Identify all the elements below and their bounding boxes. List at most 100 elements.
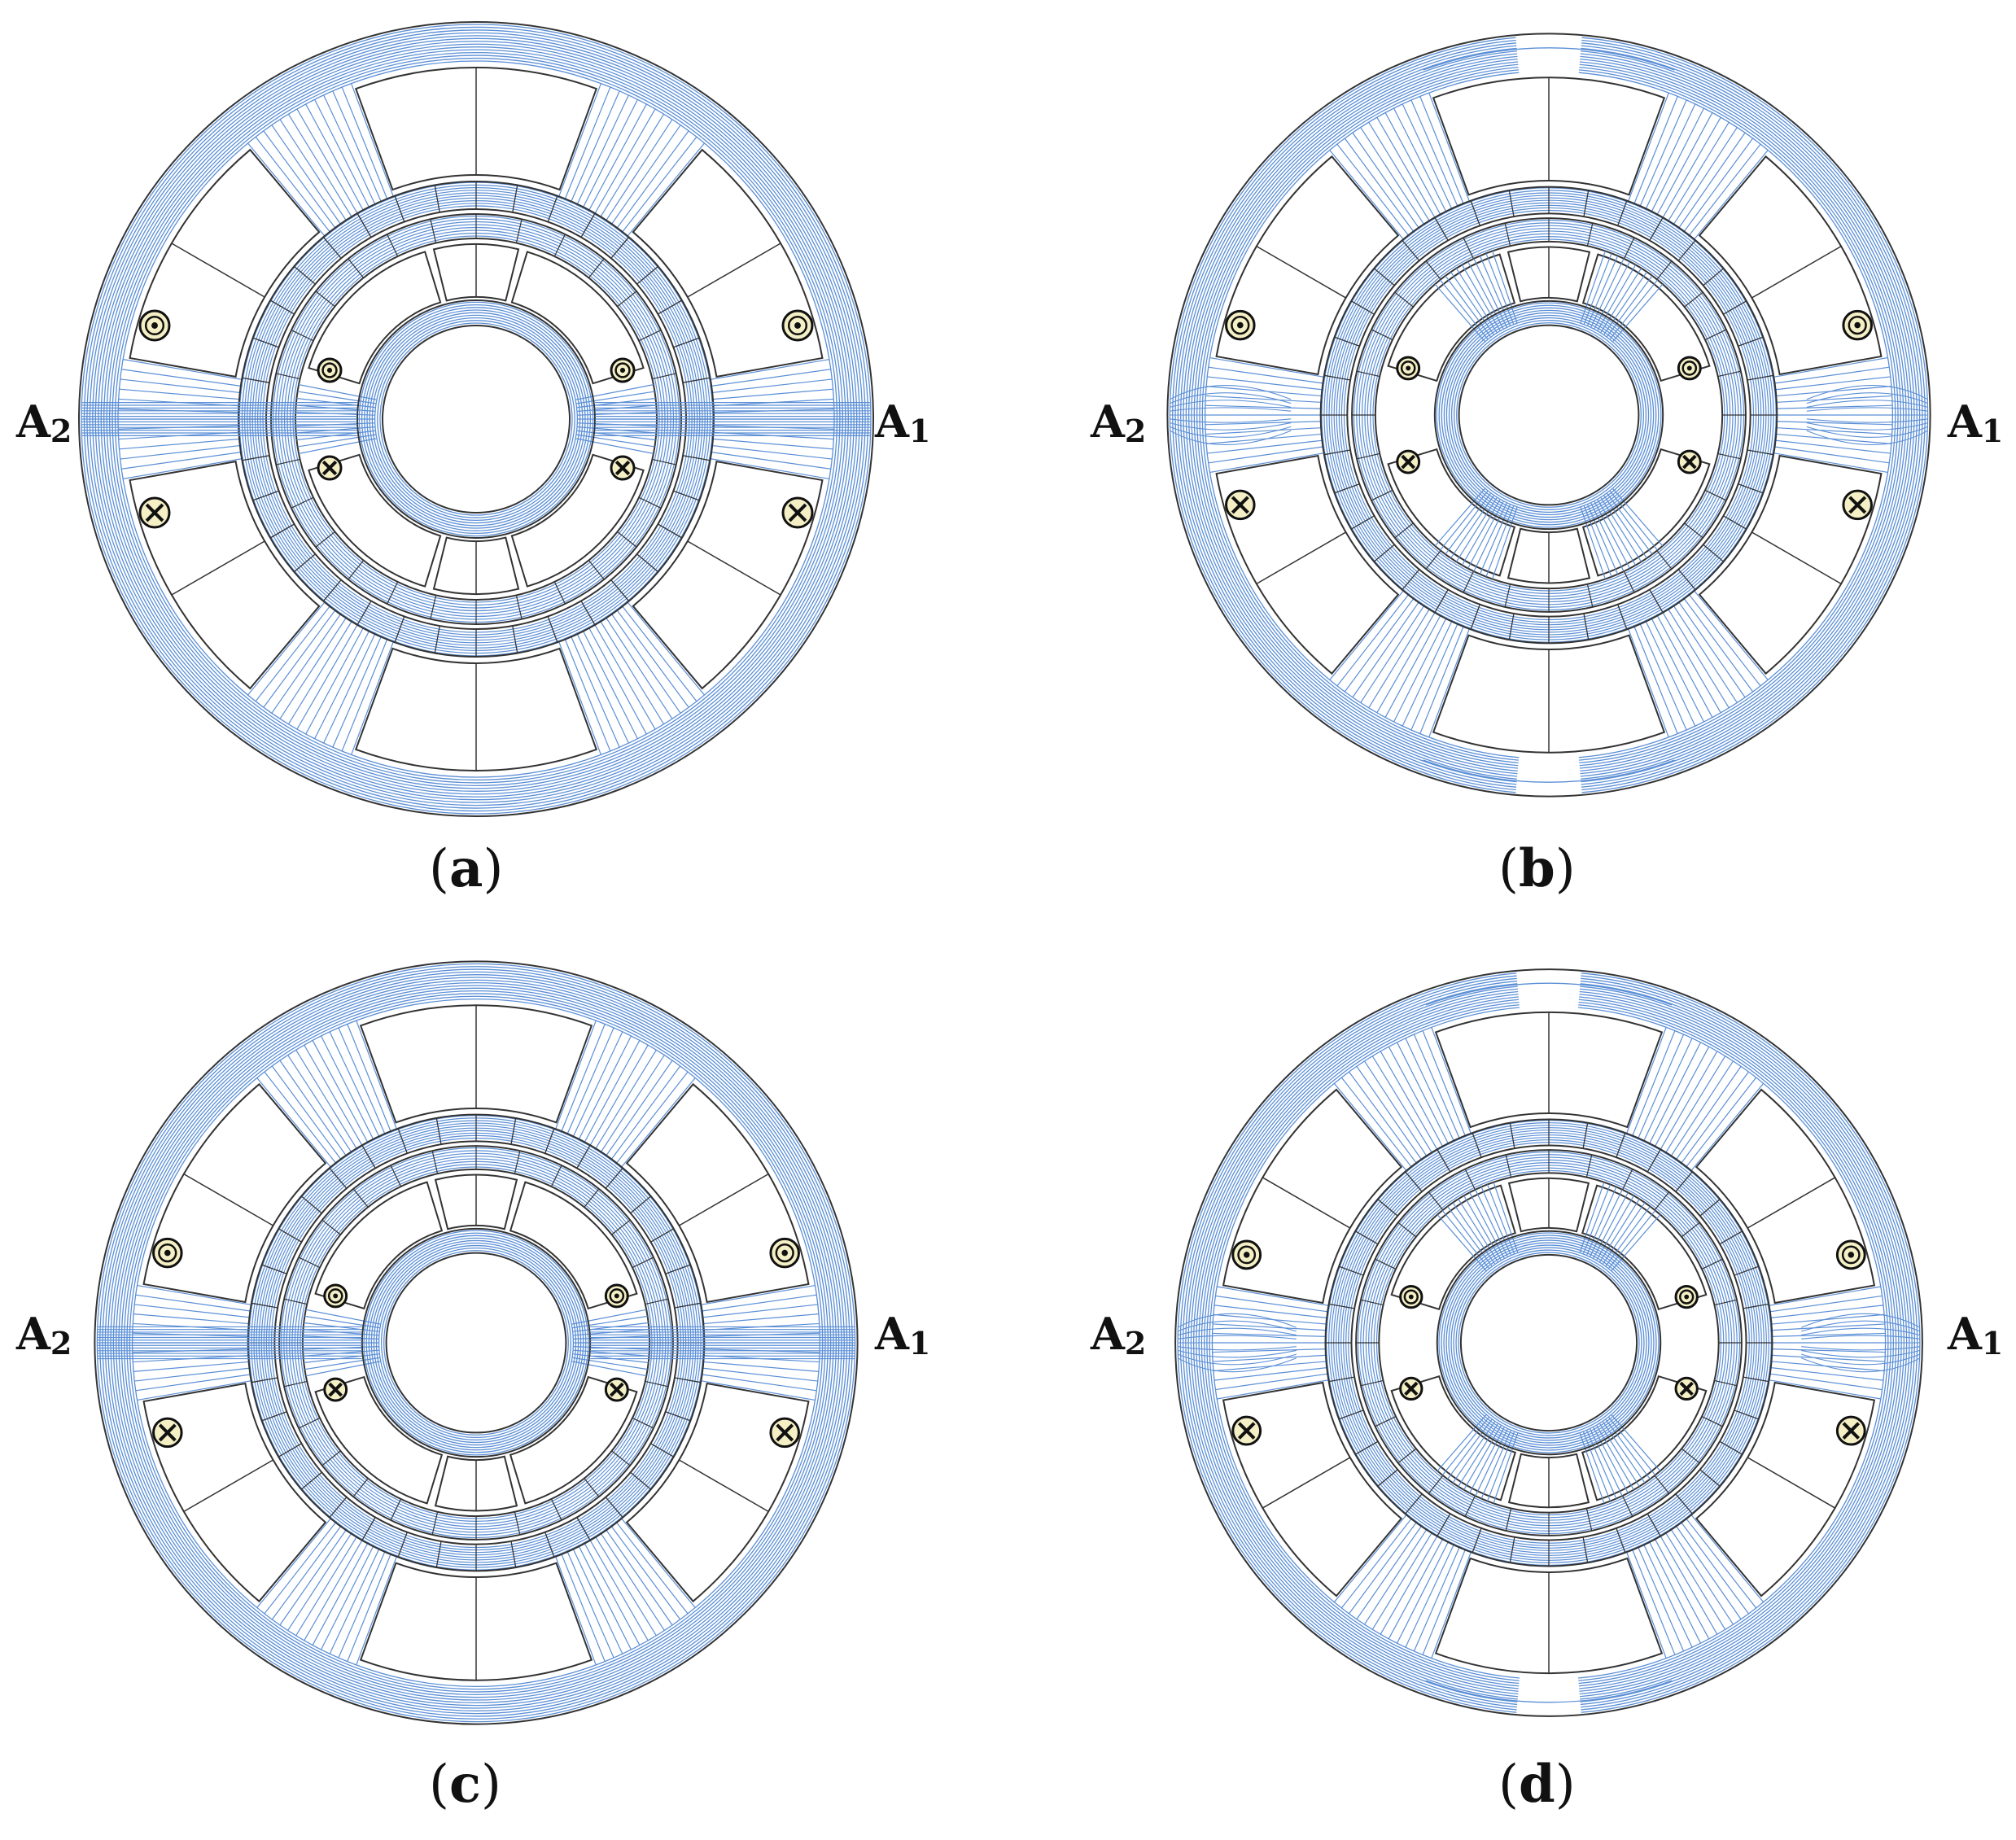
flux-line <box>1612 283 1664 342</box>
magnet-divider <box>315 531 335 548</box>
coil-cross-line <box>321 460 338 476</box>
flux-line <box>120 378 242 394</box>
flux-line <box>1638 622 1687 731</box>
shaft-yoke <box>1436 1230 1662 1456</box>
flux-line <box>1352 132 1420 229</box>
ring-segment-divider <box>580 601 596 626</box>
coil-symbols <box>1231 1239 1866 1446</box>
flux-line <box>1772 356 1888 378</box>
coil-cross-line <box>1404 1381 1419 1396</box>
shaft-bore <box>382 325 571 514</box>
flux-line <box>621 605 698 702</box>
ring-segment-divider <box>394 616 405 643</box>
flux-line <box>1368 121 1431 223</box>
flux-line <box>1633 96 1678 206</box>
coil-dot <box>794 322 801 329</box>
flux-line <box>1393 107 1448 213</box>
ring-segment-divider <box>1373 268 1395 286</box>
flux-line <box>1806 392 1928 404</box>
flux-line <box>1434 283 1485 342</box>
ring-segment-divider <box>242 377 270 383</box>
magnet-divider <box>632 1257 654 1269</box>
magnet-divider <box>298 1417 321 1429</box>
flux-line <box>564 86 611 201</box>
ring-segment-divider <box>1699 1199 1721 1217</box>
ring-segment-divider <box>269 523 295 539</box>
flux-line <box>1349 1521 1418 1615</box>
flux-line <box>1690 1082 1765 1173</box>
magnet-divider <box>553 234 566 257</box>
coil-dot <box>1236 321 1244 329</box>
horizontal-flux-bridge <box>81 402 871 437</box>
flux-line <box>614 1521 689 1615</box>
flux-line <box>1590 258 1625 328</box>
flux-line <box>1770 1348 1886 1353</box>
flux-line <box>1445 1239 1652 1446</box>
ring-segment-divider <box>1743 1303 1769 1309</box>
inner-slot <box>1390 1375 1517 1501</box>
flux-line <box>1580 251 1606 323</box>
flux-line <box>323 94 377 206</box>
flux-line <box>1469 1192 1505 1259</box>
panel-a: A2 A1 (a) <box>0 0 1008 920</box>
flux-line <box>566 1027 614 1136</box>
flux-line <box>572 1357 648 1370</box>
flux-line <box>351 83 395 199</box>
flux-line <box>1437 1214 1487 1271</box>
magnet-divider <box>390 1498 402 1521</box>
flux-line <box>593 623 656 730</box>
ring-segment-divider <box>1646 1148 1661 1173</box>
flux-line <box>1599 1199 1640 1262</box>
ring-segment-divider <box>300 1195 322 1214</box>
flux-line <box>708 359 829 381</box>
ring-segment-divider <box>1402 239 1420 261</box>
coil-cross-line <box>788 503 807 522</box>
ring-segment-divider <box>1472 1528 1482 1554</box>
flux-line <box>1774 395 1892 404</box>
ring-segment-divider <box>1334 483 1360 494</box>
ring-segment-divider <box>544 1532 555 1558</box>
flux-line <box>1675 1524 1742 1619</box>
flux-line <box>1637 1545 1685 1652</box>
stator-slot <box>1698 155 1883 376</box>
flux-line <box>1469 1427 1505 1493</box>
flux-line <box>558 83 601 199</box>
stator-outer-edge <box>78 21 874 817</box>
flux-line <box>1170 430 1292 445</box>
magnet-divider <box>1463 237 1475 260</box>
flux-line <box>279 1528 348 1626</box>
stator-slot <box>142 1082 327 1304</box>
flux-line <box>621 136 698 234</box>
coil-dot <box>619 367 626 374</box>
stator-slot <box>1215 454 1400 675</box>
flux-line <box>588 103 647 212</box>
ring-segment-divider <box>636 553 659 573</box>
coil-cross-line <box>145 503 164 522</box>
ring-segment-divider <box>1723 300 1747 315</box>
flux-line <box>554 1020 597 1131</box>
terminal-label-right: A1 <box>875 396 931 449</box>
flux-line <box>1654 1537 1710 1640</box>
magnet-divider <box>632 1417 654 1429</box>
flux-line <box>1209 356 1326 378</box>
flux-line <box>570 635 620 748</box>
flux-line <box>287 1532 353 1631</box>
flux-line <box>1633 624 1678 734</box>
magnet-divider <box>1463 570 1475 593</box>
ring-segment-divider <box>1616 1132 1626 1158</box>
flux-line <box>626 601 705 696</box>
ring-segment-divider <box>1583 613 1590 640</box>
slot-divider <box>687 243 781 298</box>
flux-line <box>588 1044 649 1147</box>
terminal-label-left: A2 <box>1091 396 1147 449</box>
flux-line <box>1593 1192 1629 1259</box>
flux-line <box>368 1235 584 1451</box>
magnet-divider <box>584 1188 600 1208</box>
ring-segment-divider <box>1738 483 1764 494</box>
stator-slot <box>632 148 824 378</box>
flux-line <box>1599 1423 1640 1487</box>
inner-slot <box>314 1375 444 1505</box>
flux-line <box>1447 1418 1493 1479</box>
flux-line <box>356 1020 398 1131</box>
